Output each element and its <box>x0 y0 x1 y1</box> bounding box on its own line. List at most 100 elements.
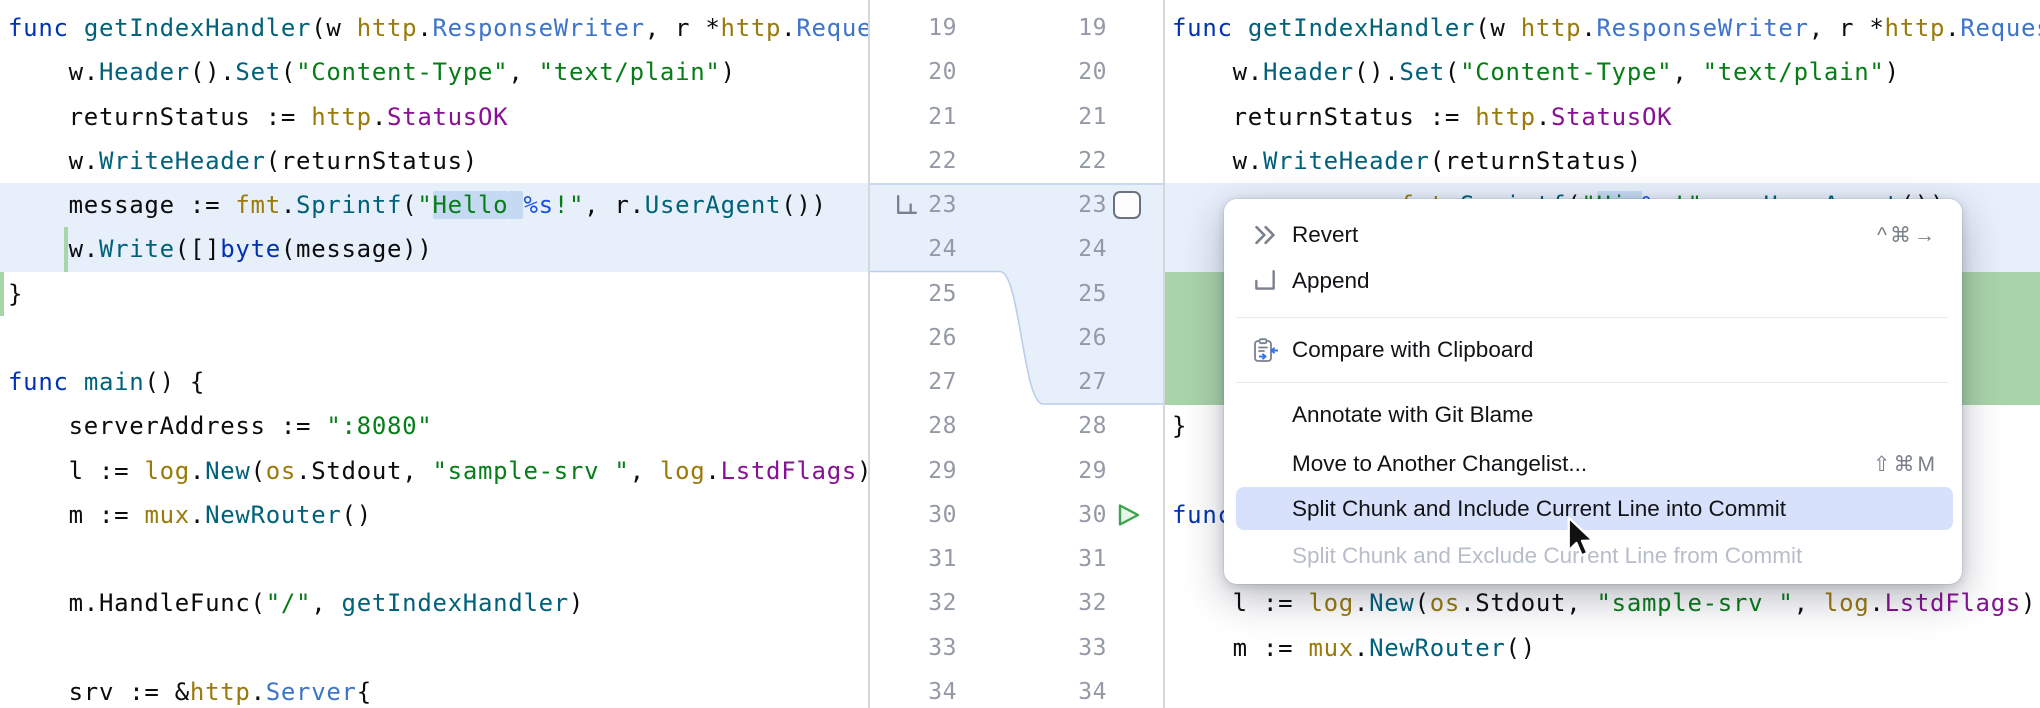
code-token: m.HandleFunc( <box>8 589 266 618</box>
code-token: log <box>1823 589 1870 618</box>
code-token: srv := & <box>8 677 190 706</box>
code-token: os <box>265 456 297 485</box>
code-line[interactable]: returnStatus := http.StatusOK <box>0 95 870 140</box>
code-token: LstdFlags <box>1884 589 2022 618</box>
code-line[interactable]: srv := &http.Server{ <box>0 670 870 708</box>
code-token: . <box>1353 633 1370 662</box>
line-number: 20 <box>1078 59 1107 86</box>
line-number: 28 <box>1078 413 1107 440</box>
code-token: NewRouter <box>1369 633 1506 662</box>
code-token: , <box>1793 589 1824 618</box>
code-token: WriteHeader <box>1262 146 1430 175</box>
code-token: Request <box>796 14 870 42</box>
menu-item-revert[interactable]: Revert^⌘→ <box>1236 212 1953 258</box>
code-token: . <box>250 677 266 706</box>
diff-left-pane[interactable]: func getIndexHandler(w http.ResponseWrit… <box>0 0 870 708</box>
code-token: m := <box>1172 633 1309 662</box>
code-token: { <box>356 677 372 706</box>
code-line[interactable] <box>0 316 870 361</box>
code-line[interactable]: message := fmt.Sprintf("Hello %s!", r.Us… <box>0 183 870 228</box>
code-token: w. <box>8 235 99 264</box>
code-token: mux <box>144 500 190 529</box>
menu-item-append[interactable]: Append <box>1236 258 1953 304</box>
code-line[interactable] <box>1165 670 2040 708</box>
line-number: 27 <box>1078 369 1107 395</box>
code-token: Server <box>265 677 357 706</box>
line-number: 31 <box>928 546 957 572</box>
code-token: %s <box>523 191 554 219</box>
code-line[interactable]: w.Header().Set("Content-Type", "text/pla… <box>0 50 870 95</box>
code-line[interactable]: m := mux.NewRouter() <box>1165 626 2040 671</box>
code-token: (returnStatus) <box>1429 146 1642 175</box>
line-number: 25 <box>1078 280 1107 307</box>
run-icon[interactable] <box>1114 501 1142 529</box>
code-token: . <box>1869 589 1885 618</box>
code-token: . <box>417 14 433 42</box>
code-line[interactable]: l := log.New(os.Stdout, "sample-srv ", l… <box>0 449 870 494</box>
code-token: http <box>720 14 782 42</box>
code-token: ( <box>1444 58 1461 87</box>
menu-item-split-chunk-and-include-current-line-into-commit[interactable]: Split Chunk and Include Current Line int… <box>1236 487 1953 530</box>
code-line[interactable]: serverAddress := ":8080" <box>0 404 870 449</box>
code-token: . <box>781 14 797 42</box>
code-token: ":8080" <box>326 412 433 441</box>
code-line[interactable]: func getIndexHandler(w http.ResponseWrit… <box>0 6 870 51</box>
line-number: 30 <box>1078 501 1107 528</box>
code-token: getIndexHandler <box>1247 14 1476 42</box>
line-number: 34 <box>928 678 957 705</box>
line-number: 20 <box>928 59 957 86</box>
code-line[interactable]: m.HandleFunc("/", getIndexHandler) <box>0 581 870 626</box>
code-token: m := <box>8 500 145 529</box>
code-line[interactable]: w.Write([]byte(message)) <box>0 227 870 273</box>
code-line[interactable]: } <box>0 272 870 317</box>
menu-item-split-chunk-and-exclude-current-line-from-commit: Split Chunk and Exclude Current Line fro… <box>1236 533 1953 578</box>
code-line[interactable]: w.Header().Set("Content-Type", "text/pla… <box>1165 50 2040 95</box>
menu-item-compare-with-clipboard[interactable]: Compare with Clipboard <box>1236 328 1953 372</box>
code-token: "sample-srv " <box>1596 589 1794 618</box>
line-number: 25 <box>928 280 957 307</box>
code-token: (message)) <box>280 235 433 264</box>
include-chunk-checkbox[interactable] <box>1113 191 1141 219</box>
code-token: . <box>189 500 206 529</box>
code-line[interactable]: func getIndexHandler(w http.ResponseWrit… <box>1165 6 2040 51</box>
line-number: 24 <box>1078 236 1107 263</box>
compare-clipboard-icon <box>1252 337 1278 363</box>
code-line[interactable] <box>0 537 870 582</box>
apply-change-icon[interactable] <box>894 194 919 217</box>
code-line[interactable]: func main() { <box>0 360 870 405</box>
menu-item-move-to-another-changelist[interactable]: Move to Another Changelist...⇧⌘M <box>1236 441 1953 487</box>
code-token: StatusOK <box>387 102 509 131</box>
diff-chunk-connector <box>870 183 1165 405</box>
line-number: 34 <box>1078 678 1107 705</box>
code-line[interactable]: } <box>1165 404 2040 449</box>
menu-item-label: Append <box>1292 268 1370 293</box>
code-token: UserAgent <box>644 191 782 219</box>
code-line[interactable]: returnStatus := http.StatusOK <box>1165 95 2040 140</box>
code-token: . <box>1581 14 1597 42</box>
line-number: 26 <box>928 324 957 351</box>
code-token: getIndexHandler <box>83 14 312 42</box>
code-token: ResponseWriter <box>432 14 645 42</box>
code-line[interactable]: w.WriteHeader(returnStatus) <box>0 139 870 184</box>
code-line[interactable]: l := log.New(os.Stdout, "sample-srv ", l… <box>1165 581 2040 626</box>
code-line[interactable] <box>0 626 870 671</box>
code-line[interactable]: m := mux.NewRouter() <box>0 493 870 538</box>
line-number: 29 <box>928 457 957 484</box>
code-token: (w <box>311 14 357 42</box>
menu-item-label: Move to Another Changelist... <box>1292 451 1588 476</box>
line-number: 33 <box>1078 634 1107 661</box>
code-token: Set <box>235 58 281 87</box>
menu-item-annotate-with-git-blame[interactable]: Annotate with Git Blame <box>1236 393 1953 437</box>
code-token: message := <box>8 191 236 219</box>
code-token: (returnStatus) <box>265 146 478 175</box>
code-token: Sprintf <box>296 191 403 219</box>
code-token: byte <box>220 235 281 264</box>
code-token: , <box>508 58 539 87</box>
code-token: "text/plain" <box>1702 58 1885 87</box>
code-token: w. <box>1172 58 1263 87</box>
code-token: http <box>1520 14 1582 42</box>
code-line[interactable]: w.WriteHeader(returnStatus) <box>1165 139 2040 184</box>
code-token: Header <box>1262 58 1354 87</box>
code-token <box>1233 14 1248 42</box>
code-token: func <box>8 368 69 396</box>
